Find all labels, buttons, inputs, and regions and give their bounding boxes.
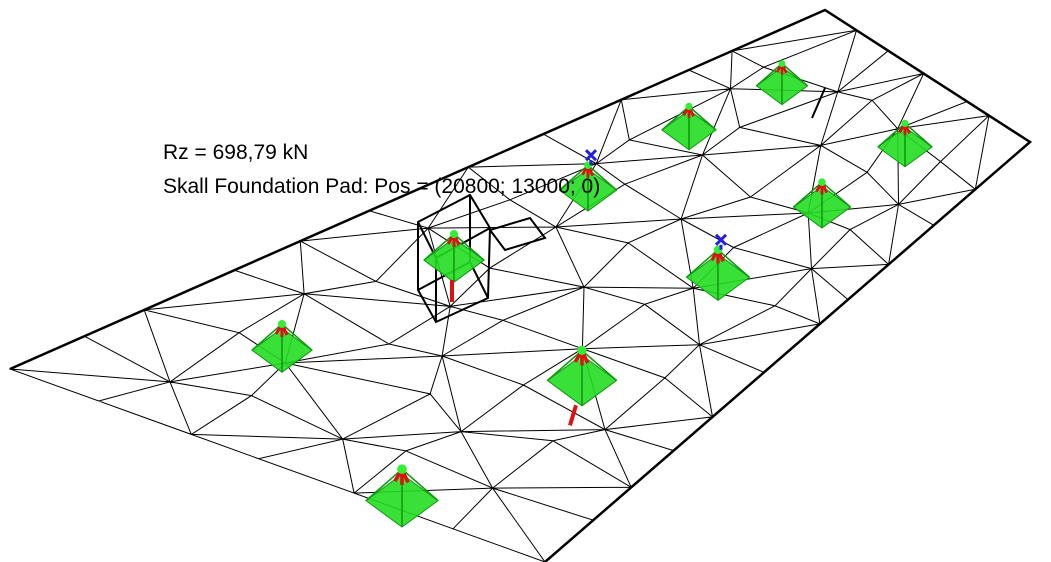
support-icon <box>714 233 728 250</box>
tooltip-position: Skall Foundation Pad: Pos = (20800; 1300… <box>163 175 601 198</box>
selection-wireframe-flap <box>488 216 547 252</box>
node-marker <box>901 119 909 127</box>
foundation-pad[interactable] <box>546 345 618 426</box>
node-marker <box>450 230 458 238</box>
foundation-pad[interactable] <box>558 149 618 212</box>
tooltip-reaction: Rz = 698,79 kN <box>163 141 309 164</box>
foundation-pads <box>251 60 933 528</box>
foundation-pad[interactable] <box>685 233 751 302</box>
node-marker <box>685 102 693 110</box>
foundation-pad[interactable] <box>423 230 485 302</box>
node-marker <box>818 178 826 186</box>
selection-wireframe-edge <box>811 87 826 119</box>
foundation-pad[interactable] <box>251 320 313 373</box>
support-icon <box>584 149 598 166</box>
reaction-force-arrow <box>568 404 578 426</box>
foundation-pad[interactable] <box>661 102 717 151</box>
node-marker <box>778 60 786 67</box>
foundation-pad[interactable] <box>877 119 933 168</box>
foundation-pad[interactable] <box>365 464 439 528</box>
foundation-pad[interactable] <box>755 60 809 106</box>
node-marker <box>397 464 407 475</box>
node-marker <box>577 345 587 355</box>
slab-outline <box>9 8 1033 562</box>
foundation-pad[interactable] <box>792 178 852 229</box>
node-marker <box>278 320 286 328</box>
